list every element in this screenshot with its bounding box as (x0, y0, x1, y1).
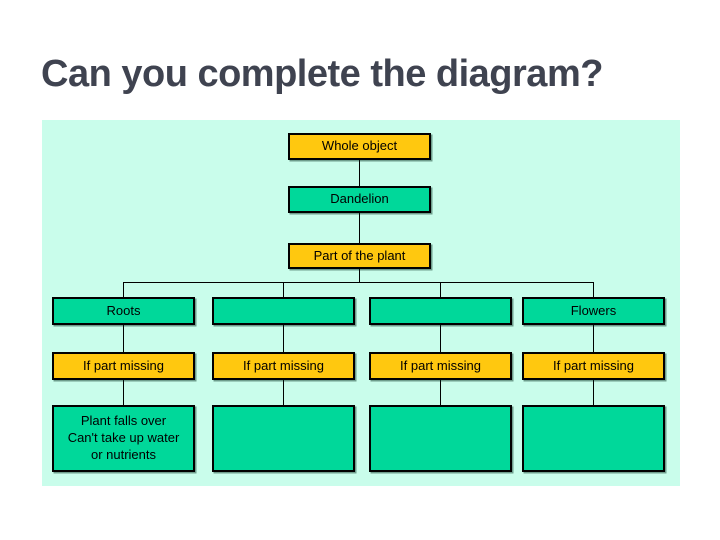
box-part-blank-3 (369, 297, 512, 325)
box-part-of-plant: Part of the plant (288, 243, 431, 269)
connector-object-to-category (359, 213, 360, 243)
connector-condition-to-effect-2 (283, 380, 284, 405)
connector-condition-to-effect-1 (123, 380, 124, 405)
connector-drop-3 (440, 282, 441, 297)
box-object-name: Dandelion (288, 186, 431, 213)
box-part-roots: Roots (52, 297, 195, 325)
connector-part-to-condition-2 (283, 325, 284, 352)
connector-drop-2 (283, 282, 284, 297)
box-part-blank-2 (212, 297, 355, 325)
box-condition-4: If part missing (522, 352, 665, 380)
box-whole-object: Whole object (288, 133, 431, 160)
slide-title: Can you complete the diagram? (41, 53, 603, 95)
connector-branch-bar (123, 282, 594, 283)
box-condition-1: If part missing (52, 352, 195, 380)
connector-category-stem (359, 269, 360, 283)
connector-drop-1 (123, 282, 124, 297)
connector-drop-4 (593, 282, 594, 297)
connector-part-to-condition-3 (440, 325, 441, 352)
box-effect-blank-3 (369, 405, 512, 472)
box-part-flowers: Flowers (522, 297, 665, 325)
box-effect-blank-4 (522, 405, 665, 472)
connector-whole-to-object (359, 160, 360, 186)
connector-condition-to-effect-4 (593, 380, 594, 405)
connector-part-to-condition-4 (593, 325, 594, 352)
box-effect-blank-2 (212, 405, 355, 472)
box-effect-roots: Plant falls over Can't take up water or … (52, 405, 195, 472)
connector-condition-to-effect-3 (440, 380, 441, 405)
box-condition-3: If part missing (369, 352, 512, 380)
connector-part-to-condition-1 (123, 325, 124, 352)
box-condition-2: If part missing (212, 352, 355, 380)
